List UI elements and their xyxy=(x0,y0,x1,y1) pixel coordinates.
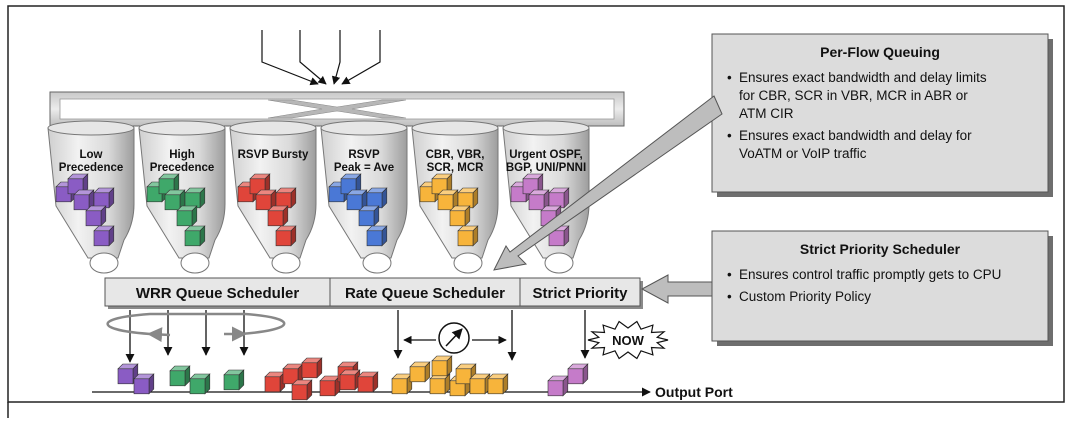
queued-cell xyxy=(184,225,206,247)
queued-cell xyxy=(176,205,198,227)
output-cell xyxy=(189,373,211,395)
queued-cell xyxy=(275,187,297,209)
rate-queue-scheduler-label: Rate Queue Scheduler xyxy=(345,285,505,302)
strict-priority-scheduler-label: Strict Priority xyxy=(532,285,628,302)
queue-hopper-3: RSVP Bursty xyxy=(229,120,317,274)
queue-label: Precedence xyxy=(150,162,215,174)
queue-label: High xyxy=(169,149,195,161)
output-cell xyxy=(169,365,191,387)
output-cell xyxy=(264,371,286,393)
per-flow-queuing-box: Per-Flow Queuing • Ensures exact bandwidth… xyxy=(711,33,1053,197)
output-cell xyxy=(469,373,491,395)
queue-label: Urgent OSPF, xyxy=(509,149,582,161)
wrr-rotation-icon xyxy=(106,312,286,343)
input-arrows xyxy=(261,30,381,86)
output-cell xyxy=(339,369,361,391)
queued-cell xyxy=(457,225,479,247)
queue-label: Peak = Ave xyxy=(334,162,394,174)
output-cell xyxy=(429,373,451,395)
queue-hopper-6: Urgent OSPF,BGP, UNI/PNNI xyxy=(502,120,590,274)
queued-cell xyxy=(366,187,388,209)
queued-cell xyxy=(255,189,277,211)
queue-label: Precedence xyxy=(59,162,124,174)
bullet-dot: • xyxy=(727,267,732,282)
output-cell xyxy=(357,371,379,393)
queue-label: RSVP xyxy=(348,149,380,161)
queued-cell xyxy=(73,189,95,211)
queued-cell xyxy=(346,189,368,211)
queued-cell xyxy=(366,225,388,247)
per-flow-queuing-box-bullet-text: Ensures exact bandwidth and delay limits xyxy=(739,70,987,85)
queued-cell xyxy=(457,187,479,209)
rate-meter-icon xyxy=(438,322,470,354)
queued-cell xyxy=(93,187,115,209)
now-label: NOW xyxy=(612,333,645,348)
output-cell xyxy=(391,373,413,395)
output-cell xyxy=(431,355,453,377)
now-starburst: NOW xyxy=(587,320,669,360)
queue-label: BGP, UNI/PNNI xyxy=(506,162,586,174)
queued-cell xyxy=(437,189,459,211)
per-flow-queuing-box-bullet-text: VoATM or VoIP traffic xyxy=(739,146,867,161)
output-cell xyxy=(133,373,155,395)
queued-cell xyxy=(548,187,570,209)
queue-label: RSVP Bursty xyxy=(238,149,309,161)
output-cell xyxy=(301,357,323,379)
strict-priority-box-bullet-text: Ensures control traffic promptly gets to… xyxy=(739,267,1001,282)
bullet-dot: • xyxy=(727,128,732,143)
queue-label: Low xyxy=(80,149,103,161)
output-cell xyxy=(409,361,431,383)
per-flow-queuing-box-title: Per-Flow Queuing xyxy=(820,44,940,60)
rate-queue-scheduler: Rate Queue Scheduler xyxy=(329,277,523,309)
output-port-label: Output Port xyxy=(655,384,733,400)
queued-cell xyxy=(267,205,289,227)
strict-priority-box-bullet-text: Custom Priority Policy xyxy=(739,289,871,304)
output-cell xyxy=(487,373,509,395)
strict-priority-box-title: Strict Priority Scheduler xyxy=(800,241,961,257)
queued-cell xyxy=(358,205,380,227)
per-flow-queuing-box-bullet-text: Ensures exact bandwidth and delay for xyxy=(739,128,972,143)
queued-cell xyxy=(85,205,107,227)
queued-cell xyxy=(164,189,186,211)
queue-label: SCR, MCR xyxy=(427,162,485,174)
callout-pointer-arrows xyxy=(493,95,723,304)
queued-cell xyxy=(528,189,550,211)
frame-border xyxy=(7,5,1065,403)
output-cell xyxy=(547,375,569,397)
queue-hopper-5: CBR, VBR,SCR, MCR xyxy=(411,120,499,274)
queue-label: CBR, VBR, xyxy=(426,149,485,161)
wrr-queue-scheduler: WRR Queue Scheduler xyxy=(104,277,333,309)
queued-cell xyxy=(275,225,297,247)
strict-priority-box: Strict Priority Scheduler • Ensures contro… xyxy=(711,230,1053,346)
queued-cell xyxy=(184,187,206,209)
wrr-queue-scheduler-label: WRR Queue Scheduler xyxy=(136,285,300,302)
output-cell xyxy=(291,379,313,401)
strict-priority-scheduler: Strict Priority xyxy=(519,277,643,309)
bullet-dot: • xyxy=(727,70,732,85)
bullet-dot: • xyxy=(727,289,732,304)
output-cell xyxy=(567,363,589,385)
per-flow-queuing-box-bullet-text: for CBR, SCR in VBR, MCR in ABR or xyxy=(739,88,968,103)
per-flow-queuing-box-bullet-text: ATM CIR xyxy=(739,106,794,121)
queued-cell xyxy=(449,205,471,227)
output-cell xyxy=(223,369,245,391)
queued-cell xyxy=(93,225,115,247)
output-cell xyxy=(319,375,341,397)
switch-fabric-crossbar xyxy=(49,91,625,127)
